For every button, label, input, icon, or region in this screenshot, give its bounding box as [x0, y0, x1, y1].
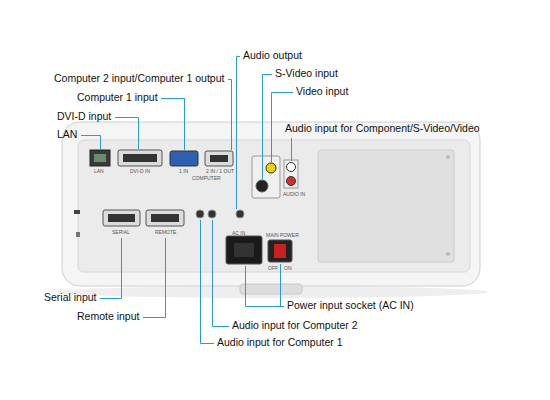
- audio-jack: [208, 210, 216, 218]
- panel-marking: SERIAL: [112, 229, 130, 235]
- vga-socket: [210, 155, 228, 162]
- callout-label: DVI-D input: [57, 110, 111, 123]
- leader-line: [100, 238, 122, 299]
- callout-label: LAN: [57, 128, 77, 141]
- ac-socket: [226, 236, 262, 264]
- lock-slot: [74, 210, 80, 214]
- dvi-port: [118, 150, 162, 166]
- video-jack: [266, 163, 276, 173]
- callout-label: S-Video input: [275, 67, 338, 80]
- leader-line: [228, 80, 232, 151]
- lan-port: [90, 150, 110, 166]
- foot: [240, 284, 302, 294]
- panel-marking: MAIN POWER: [266, 232, 299, 238]
- screw: [446, 155, 450, 159]
- audio-in-block: [284, 160, 298, 188]
- leader-line: [263, 75, 273, 180]
- leader-line: [237, 57, 241, 210]
- audio-jack-r: [287, 177, 296, 186]
- panel-marking: COMPUTER: [192, 175, 221, 181]
- audio-jack-l: [287, 163, 296, 172]
- video-block: [252, 156, 280, 198]
- callout-label: Audio input for Component/S-Video/Video: [285, 122, 480, 135]
- lock-icon: [76, 232, 80, 237]
- cover-plate: [318, 150, 454, 262]
- lan-socket: [94, 154, 106, 162]
- switch-rocker: [274, 244, 286, 258]
- callout-label: Serial input: [44, 291, 97, 304]
- panel-marking: ON: [284, 265, 292, 271]
- panel-marking: 2 IN / 1 OUT: [206, 168, 234, 174]
- leader-line: [291, 138, 292, 161]
- ac-socket-inner: [234, 243, 254, 257]
- callout-label: Computer 2 input/Computer 1 output: [54, 72, 224, 85]
- panel-marking: 1 IN: [179, 168, 188, 174]
- callout-label: Video input: [296, 85, 348, 98]
- screw: [446, 252, 450, 256]
- leader-line: [143, 238, 166, 318]
- callout-label: Audio input for Computer 2: [232, 319, 358, 332]
- remote-socket: [151, 214, 179, 222]
- leader-line: [213, 220, 230, 327]
- vga-port-1: [170, 151, 198, 166]
- audio-jack: [196, 210, 204, 218]
- panel-marking: REMOTE: [155, 229, 176, 235]
- panel-marking: AC IN: [232, 230, 245, 236]
- serial-port: [103, 210, 140, 226]
- leader-line: [115, 118, 139, 150]
- callout-label: Computer 1 input: [77, 91, 158, 104]
- vga-port-2: [205, 151, 233, 166]
- leader-line: [201, 220, 215, 344]
- leader-line: [161, 99, 185, 151]
- remote-port: [146, 210, 184, 226]
- panel-marking: DVI-D IN: [130, 168, 150, 174]
- rear-panel: [78, 140, 470, 272]
- dvi-socket: [123, 154, 157, 162]
- callout-label: Remote input: [77, 310, 139, 323]
- panel-marking: LAN: [94, 168, 104, 174]
- audio-jack: [236, 210, 244, 218]
- leader-line: [81, 136, 101, 150]
- callout-label: Audio input for Computer 1: [217, 336, 343, 349]
- leader-line: [281, 264, 285, 307]
- panel-marking: OFF: [268, 265, 278, 271]
- serial-socket: [108, 214, 135, 222]
- callout-label: Audio output: [243, 49, 302, 62]
- power-switch: [268, 240, 292, 262]
- s-video-jack: [256, 180, 268, 192]
- callout-label: Power input socket (AC IN): [287, 299, 414, 312]
- leader-line: [246, 266, 285, 307]
- panel-marking: AUDIO IN: [283, 191, 305, 197]
